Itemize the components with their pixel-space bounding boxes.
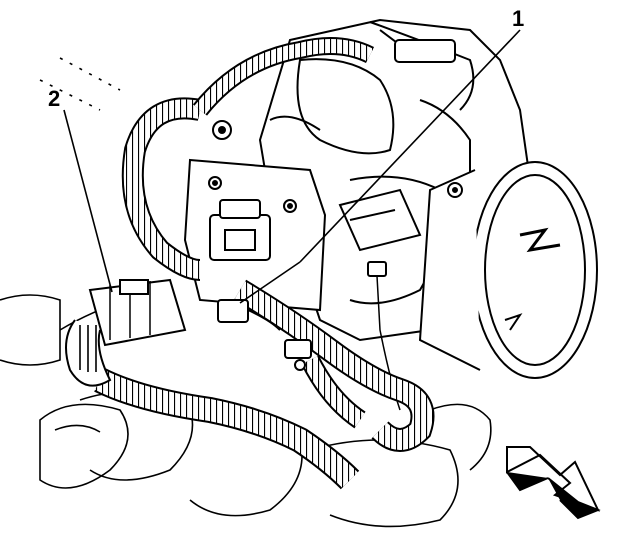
sensor-bracket-plate <box>183 120 327 312</box>
sensor-connector-right <box>338 188 422 411</box>
callout-number-1: 1 <box>512 6 525 31</box>
harness-electrical-connector <box>65 278 187 387</box>
wiring-harness-upper <box>121 37 375 281</box>
throttle-bore <box>418 161 598 379</box>
leader-line-1 <box>299 29 521 263</box>
direction-arrow-icon <box>506 446 601 520</box>
leader-lines <box>63 29 521 304</box>
pigtail-connector <box>217 299 312 371</box>
callout-number-2: 2 <box>48 86 61 111</box>
wiring-harness-lower <box>94 279 435 490</box>
leader-line-2 <box>63 109 113 293</box>
lower-engine-outline <box>0 57 492 528</box>
leader-line-1-tail <box>239 261 301 304</box>
